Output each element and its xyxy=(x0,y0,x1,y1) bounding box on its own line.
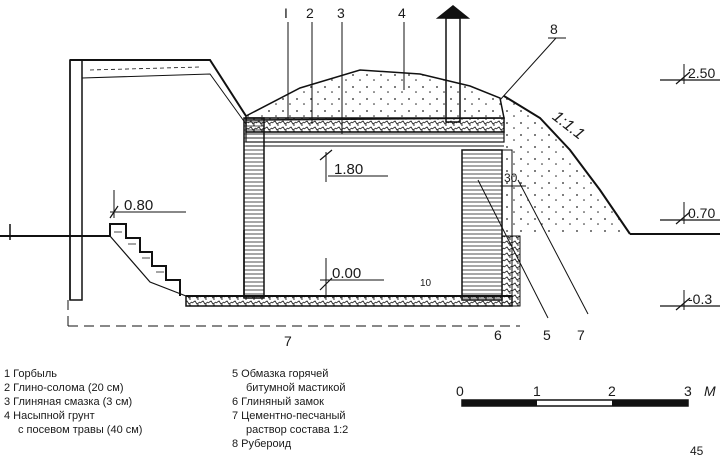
scale-tick-1: 1 xyxy=(533,383,541,399)
legend-left: 1 Горбыль 2 Глино-солома (20 см) 3 Глиня… xyxy=(4,367,142,437)
legend-item-4-cont: с посевом травы (40 см) xyxy=(18,424,143,436)
dim-floor: 0.00 xyxy=(319,258,384,296)
legend-item-5: 5 Обмазка горячей xyxy=(232,368,329,380)
legend-right: 5 Обмазка горячей битумной мастикой 6 Гл… xyxy=(232,367,348,451)
dim-wall-gap-label: 30 xyxy=(504,171,518,185)
callout-leaders xyxy=(287,22,589,319)
elevation-mid-label: 0.70 xyxy=(688,205,715,221)
legend-item-3: 3 Глиняная смазка (3 см) xyxy=(4,396,133,408)
callout-5: 5 xyxy=(543,327,551,343)
callout-3: 3 xyxy=(337,5,345,21)
vent-pipe xyxy=(435,5,471,123)
scale-tick-2: 2 xyxy=(608,383,616,399)
right-embankment xyxy=(503,95,720,235)
callout-4: 4 xyxy=(398,5,406,21)
dim-ceiling-label: 1.80 xyxy=(334,161,363,178)
entrance-canopy xyxy=(69,59,247,301)
legend-item-8: 8 Рубероид xyxy=(232,438,292,450)
ground-left xyxy=(0,224,110,240)
dim-stair: 0.80 xyxy=(109,190,186,219)
elevation-low: -0.3 xyxy=(660,290,720,311)
legend-item-4: 4 Насыпной грунт xyxy=(4,410,95,422)
left-wall xyxy=(243,117,265,299)
dim-wall-gap: 30 xyxy=(500,171,526,187)
scale-tick-3: 3 xyxy=(684,383,692,399)
scale-bar: 0 1 2 3 M xyxy=(456,383,716,407)
legend-item-6: 6 Глиняный замок xyxy=(232,396,324,408)
dim-small: 10 xyxy=(420,278,432,289)
callout-labels: I 2 3 4 8 5 6 7 7 xyxy=(284,5,585,349)
callout-1: I xyxy=(284,5,288,21)
legend-item-7-cont: раствор состава 1:2 xyxy=(246,424,349,436)
callout-2: 2 xyxy=(306,5,314,21)
legend-item-2: 2 Глино-солома (20 см) xyxy=(4,382,124,394)
excavation-outline xyxy=(67,300,520,327)
legend-item-1: 1 Горбыль xyxy=(4,368,57,380)
callout-7-bottom: 7 xyxy=(284,333,292,349)
entrance-stairs xyxy=(109,223,187,297)
elevation-low-label: -0.3 xyxy=(688,291,712,307)
roof-slab xyxy=(245,117,505,147)
dim-small-label: 10 xyxy=(420,278,432,289)
callout-8: 8 xyxy=(550,21,558,37)
scale-tick-0: 0 xyxy=(456,383,464,399)
floor-slab xyxy=(185,295,513,307)
legend-item-7: 7 Цементно-песчаный xyxy=(232,410,346,422)
page-number: 45 xyxy=(690,444,704,458)
elevation-mid: 0.70 xyxy=(660,202,720,225)
dim-floor-label: 0.00 xyxy=(332,265,361,282)
scale-unit: M xyxy=(704,383,716,399)
dim-ceiling: 1.80 xyxy=(319,149,388,182)
elevation-top-label: 2.50 xyxy=(688,65,715,81)
callout-6: 6 xyxy=(494,327,502,343)
earth-mound xyxy=(245,69,505,121)
callout-7-right: 7 xyxy=(577,327,585,343)
dim-stair-label: 0.80 xyxy=(124,197,153,214)
elevation-top: 2.50 xyxy=(660,64,720,85)
legend-item-5-cont: битумной мастикой xyxy=(246,382,346,394)
